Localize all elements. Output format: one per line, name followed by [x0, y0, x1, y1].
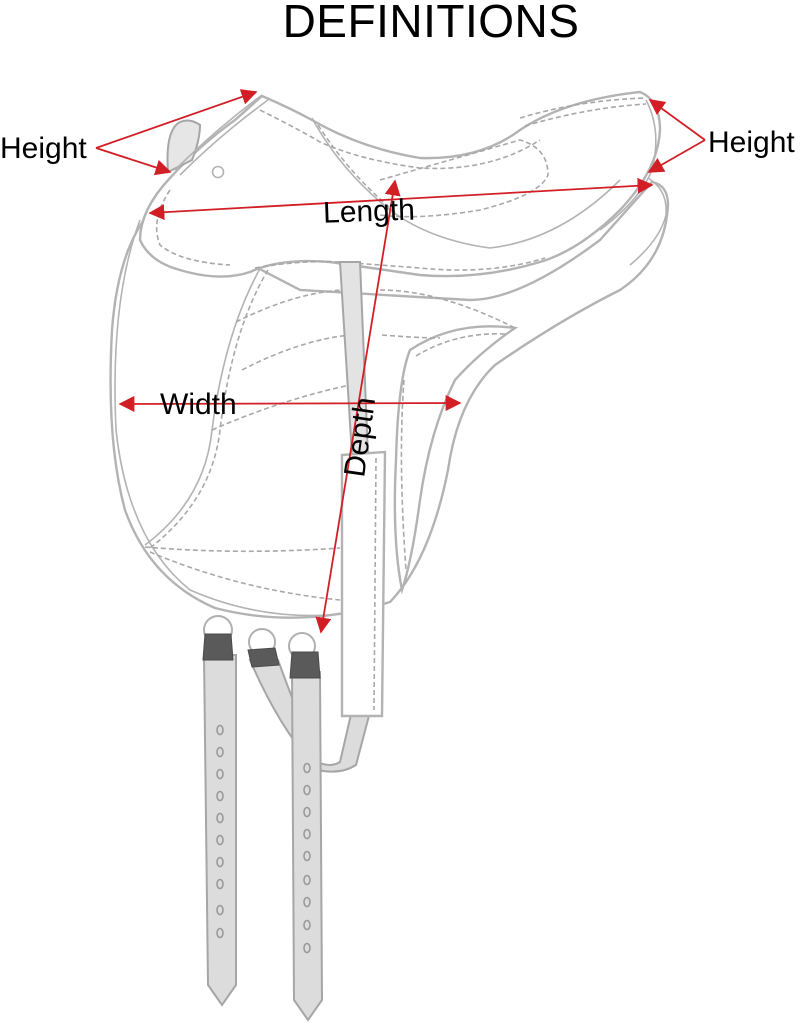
height-right-arrow-top: [648, 99, 706, 141]
pommel-rivet: [211, 165, 225, 179]
stirrup-leathers: [202, 615, 372, 1022]
left-leather-holes: [216, 724, 224, 939]
height-left-arrow-top: [95, 89, 258, 149]
page-title: DEFINITIONS: [282, 0, 580, 47]
length-arrow: [148, 177, 654, 221]
height-right-label: Height: [708, 126, 795, 159]
height-left-label: Height: [0, 132, 87, 165]
buckle-3: [289, 651, 321, 679]
measurement-arrows: [95, 89, 706, 634]
width-arrow: [118, 395, 462, 412]
right-stirrup-leather: [290, 671, 324, 1022]
width-label: Width: [160, 388, 237, 421]
buckle-2: [247, 647, 280, 668]
buckle-1: [202, 633, 234, 661]
length-label: Length: [323, 194, 416, 230]
depth-arrow: [315, 179, 401, 634]
height-right-arrow-bottom: [647, 139, 706, 173]
right-leather-holes: [303, 762, 311, 954]
height-left-arrow-bottom: [95, 147, 172, 176]
left-stirrup-leather: [202, 654, 237, 1007]
